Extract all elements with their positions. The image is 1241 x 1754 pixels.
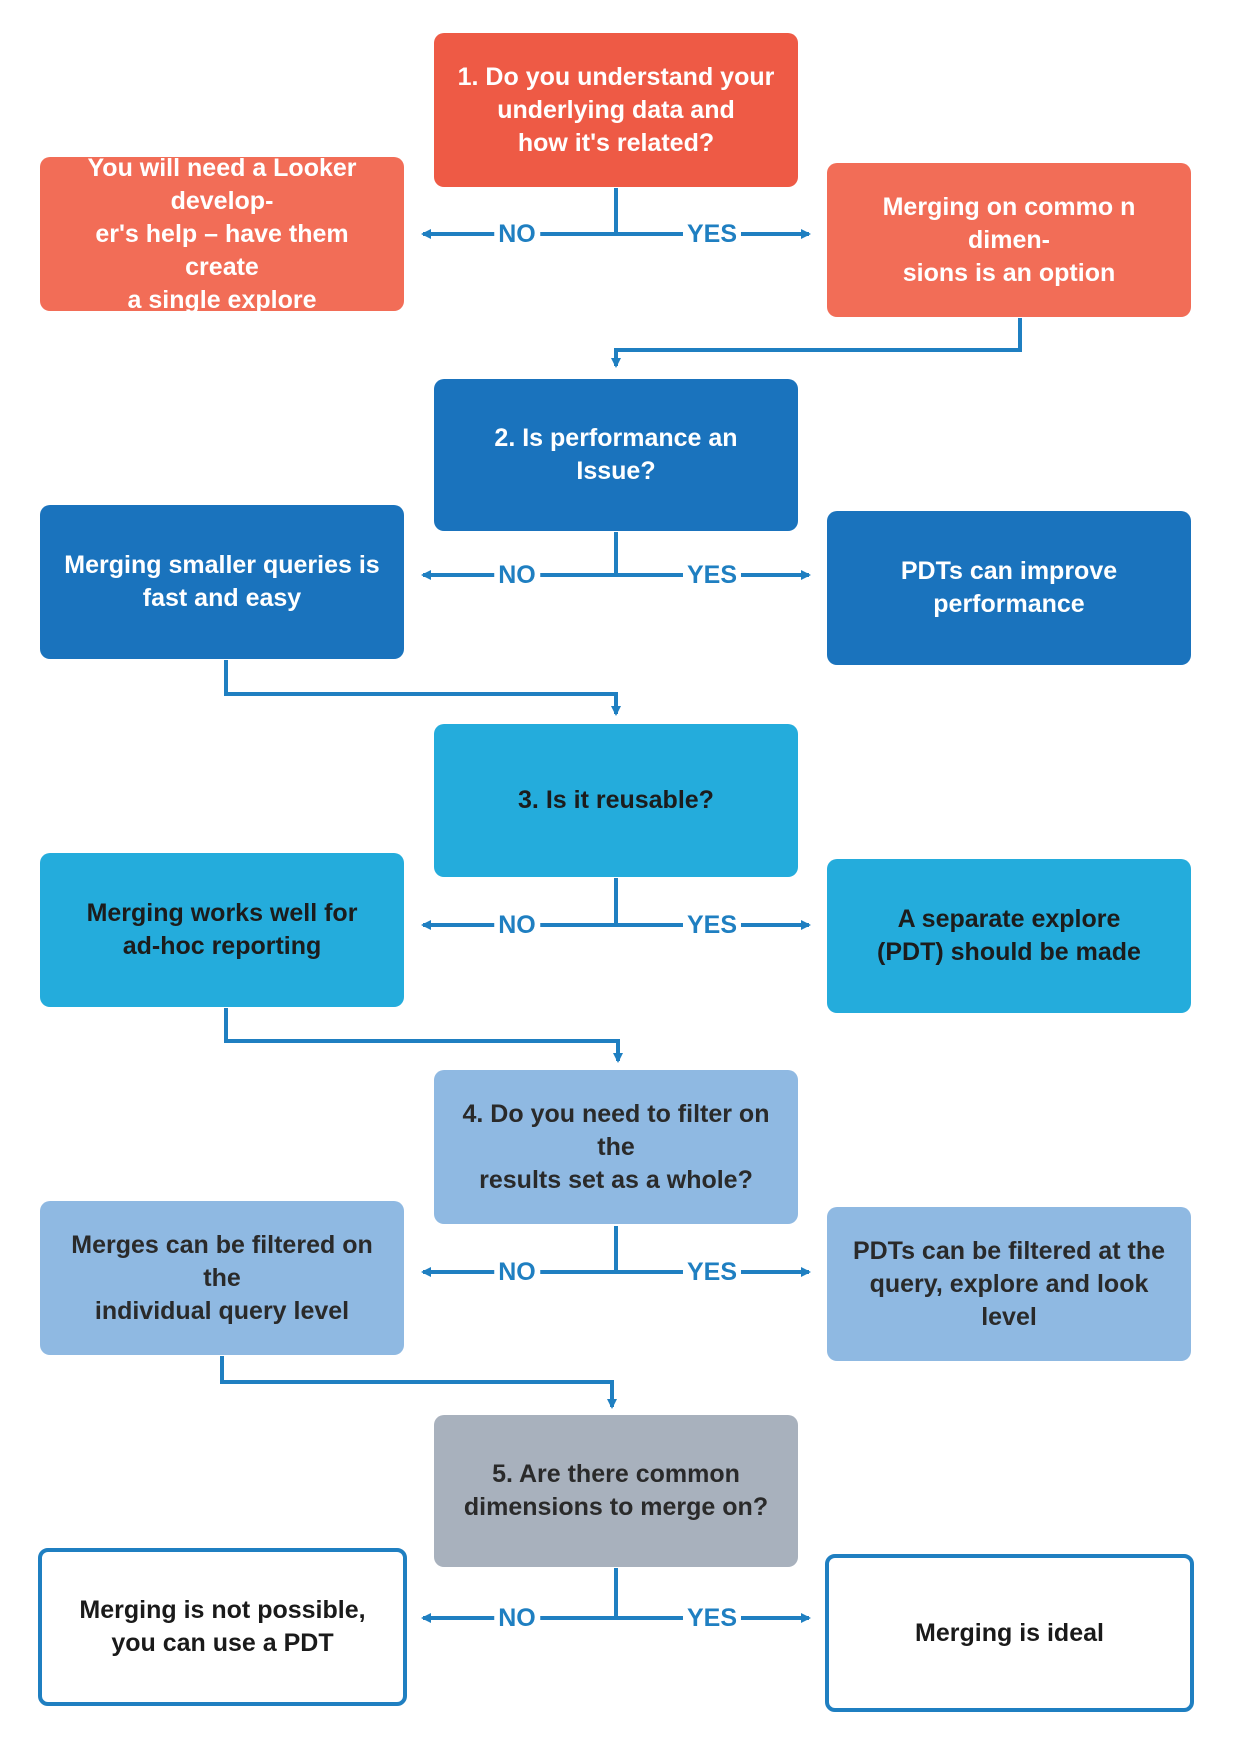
label-yes-5: YES xyxy=(682,1603,742,1633)
label-yes-1: YES xyxy=(682,219,742,249)
answer-5-no-box: Merging is not possible, you can use a P… xyxy=(38,1548,407,1706)
label-yes-4: YES xyxy=(682,1257,742,1287)
label-yes-3: YES xyxy=(682,910,742,940)
label-no-2: NO xyxy=(494,560,540,590)
answer-3-yes-box: A separate explore (PDT) should be made xyxy=(827,859,1191,1013)
question-4-box: 4. Do you need to filter on the results … xyxy=(434,1070,798,1224)
answer-5-yes-box: Merging is ideal xyxy=(825,1554,1194,1712)
arrow-a3-to-q4 xyxy=(224,1008,623,1063)
label-no-3: NO xyxy=(494,910,540,940)
answer-1-yes-box: Merging on commo n dimen- sions is an op… xyxy=(827,163,1191,317)
label-no-1: NO xyxy=(494,219,540,249)
answer-1-no-box: You will need a Looker develop- er's hel… xyxy=(40,154,404,314)
label-no-5: NO xyxy=(494,1603,540,1633)
arrow-a2-to-q3 xyxy=(224,660,621,716)
arrow-a4-to-q5 xyxy=(220,1356,617,1409)
answer-3-no-box: Merging works well for ad-hoc reporting xyxy=(40,853,404,1007)
question-2-box: 2. Is performance an Issue? xyxy=(434,379,798,531)
question-3-box: 3. Is it reusable? xyxy=(434,724,798,877)
question-5-box: 5. Are there common dimensions to merge … xyxy=(434,1415,798,1567)
label-yes-2: YES xyxy=(682,560,742,590)
arrow-a1-to-q2 xyxy=(611,318,1022,368)
answer-4-no-box: Merges can be filtered on the individual… xyxy=(40,1201,404,1355)
answer-2-yes-box: PDTs can improve performance xyxy=(827,511,1191,665)
question-1-box: 1. Do you understand your underlying dat… xyxy=(434,33,798,187)
label-no-4: NO xyxy=(494,1257,540,1287)
answer-4-yes-box: PDTs can be filtered at the query, explo… xyxy=(827,1207,1191,1361)
answer-2-no-box: Merging smaller queries is fast and easy xyxy=(40,505,404,659)
